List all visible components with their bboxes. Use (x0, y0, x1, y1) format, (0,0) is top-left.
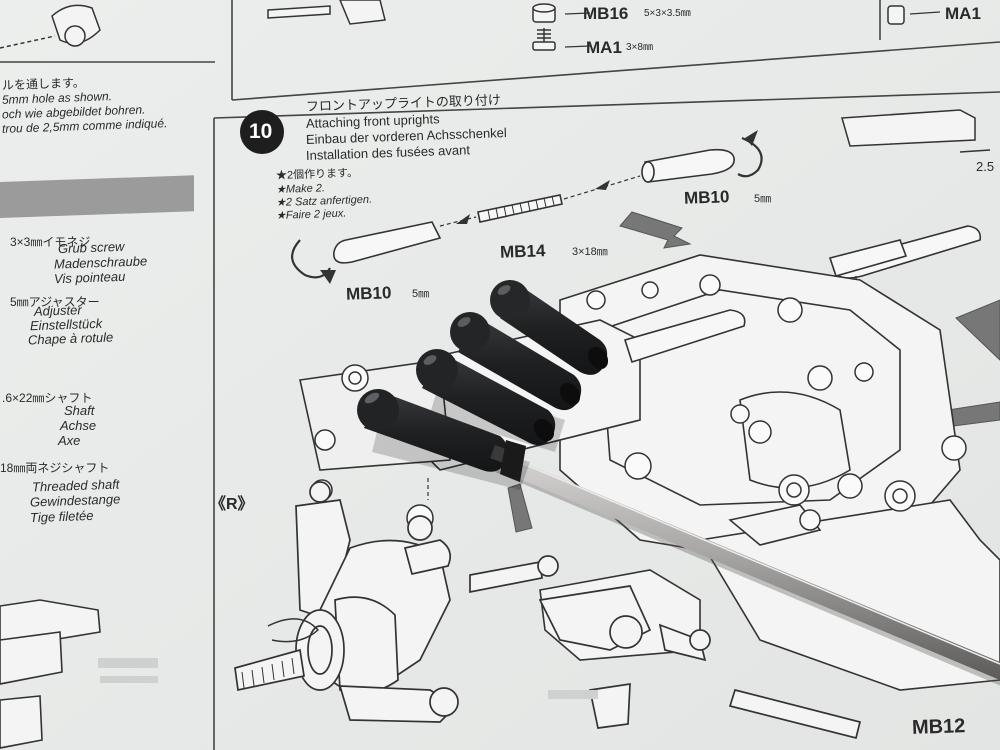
note-fr: ★Faire 2 jeux. (275, 207, 347, 222)
part-2-fr: Chape à rotule (27, 329, 114, 348)
note-en: ★Make 2. (275, 182, 326, 196)
part-3-en: Shaft (64, 403, 95, 418)
label-ma1-right: MA1 (945, 4, 981, 23)
part-3-de: Achse (60, 418, 97, 433)
part-3-fr: Axe (58, 433, 81, 448)
label-mb10-top: MB10 (683, 187, 730, 208)
part-1-fr: Vis pointeau (53, 268, 126, 287)
label-mb10-top-size: 5㎜ (754, 193, 772, 205)
label-dim-right: 2.5 (976, 159, 995, 174)
part-4-size: 18㎜両ネジシャフト (0, 461, 110, 475)
part-3-size: .6×22㎜シャフト (2, 391, 93, 405)
label-mb14-size: 3×18㎜ (572, 246, 608, 258)
part-2-size: 5㎜アジャスター (10, 295, 100, 309)
label-mb10-left-size: 5㎜ (412, 288, 430, 300)
label-mb10-left: MB10 (345, 283, 392, 304)
label-side-r: 《R》 (210, 496, 254, 513)
part-1-size: 3×3㎜イモネジ (10, 235, 91, 249)
adjuster-3 (416, 349, 556, 446)
adjuster-2 (450, 312, 582, 411)
label-mb12: MB12 (911, 715, 966, 739)
steel-shaft (489, 450, 1000, 686)
top-parts (0, 0, 991, 153)
label-mb16-size: 5×3×3.5㎜ (644, 8, 691, 19)
parts-banner (0, 175, 194, 218)
step-number: 10 (249, 120, 273, 143)
adjuster-4 (357, 389, 526, 482)
left-parts (0, 599, 101, 749)
label-ma1: MA1 (586, 38, 622, 57)
label-mb14: MB14 (499, 241, 546, 262)
ball-end-adjusters (357, 280, 609, 490)
upright-drawing (234, 481, 862, 740)
label-mb16: MB16 (583, 4, 629, 23)
label-ma1-size: 3×8㎜ (626, 42, 653, 53)
step-badge (240, 110, 284, 154)
part-4-fr: Tige filetée (29, 507, 94, 526)
adjuster-1 (490, 280, 609, 375)
